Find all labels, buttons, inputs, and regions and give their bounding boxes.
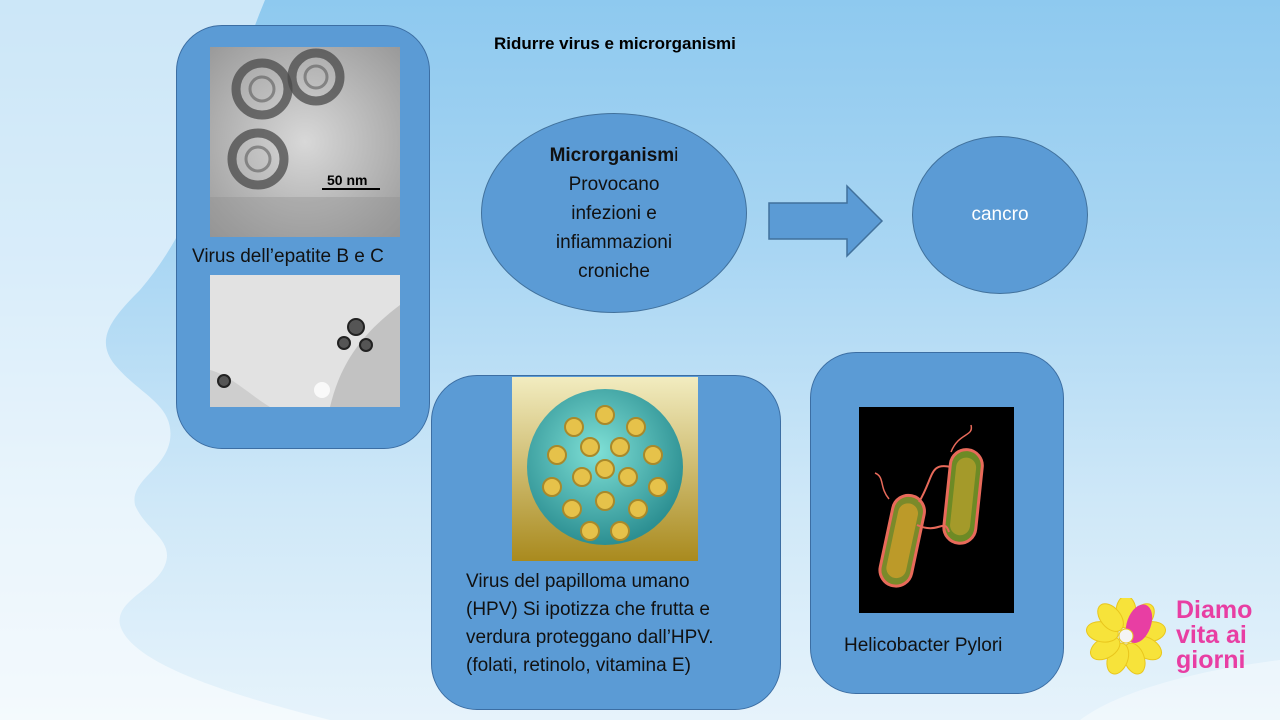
- hepatitis-micrograph-top: 50 nm: [210, 47, 400, 237]
- helicobacter-image: [859, 407, 1014, 613]
- hpv-caption: Virus del papilloma umano (HPV) Si ipoti…: [466, 568, 776, 680]
- logo-line-1: Diamo: [1176, 596, 1253, 624]
- microorganisms-oval: Microrganismi Provocano infezioni e infi…: [481, 113, 747, 313]
- microorganisms-line-2: infezioni e: [571, 202, 657, 224]
- hepatitis-micrograph-bottom: [210, 275, 400, 407]
- hpv-caption-line-3: verdura proteggano dall’HPV.: [466, 627, 714, 648]
- logo-line-2: vita ai: [1176, 621, 1247, 649]
- hpv-caption-line-2: (HPV) Si ipotizza che frutta e: [466, 599, 710, 620]
- hepatitis-caption: Virus dell’epatite B e C: [192, 246, 384, 267]
- flower-logo-icon: [1086, 598, 1166, 675]
- microorganisms-line-1: Provocano: [568, 173, 660, 195]
- hpv-caption-line-4: (folati, retinolo, vitamina E): [466, 655, 691, 676]
- cancer-label: cancro: [971, 204, 1029, 225]
- logo-text: Diamo vita ai giorni: [1176, 598, 1252, 673]
- hpv-virus-image: [512, 377, 698, 561]
- cancer-circle: cancro: [912, 136, 1088, 294]
- scale-bar-label: 50 nm: [327, 172, 367, 188]
- slide-title: Ridurre virus e microrganismi: [494, 34, 736, 53]
- right-arrow-icon: [768, 184, 884, 258]
- microorganisms-line-3: infiammazioni: [555, 231, 673, 253]
- helicobacter-caption: Helicobacter Pylori: [844, 635, 1003, 656]
- logo-line-3: giorni: [1176, 646, 1246, 674]
- microorganisms-heading-tail: i: [674, 144, 679, 166]
- microorganisms-line-4: croniche: [578, 260, 650, 282]
- microorganisms-heading: Microrganism: [549, 144, 675, 166]
- hpv-caption-line-1: Virus del papilloma umano: [466, 571, 690, 592]
- microorganisms-heading-line: Microrganismi: [550, 141, 679, 170]
